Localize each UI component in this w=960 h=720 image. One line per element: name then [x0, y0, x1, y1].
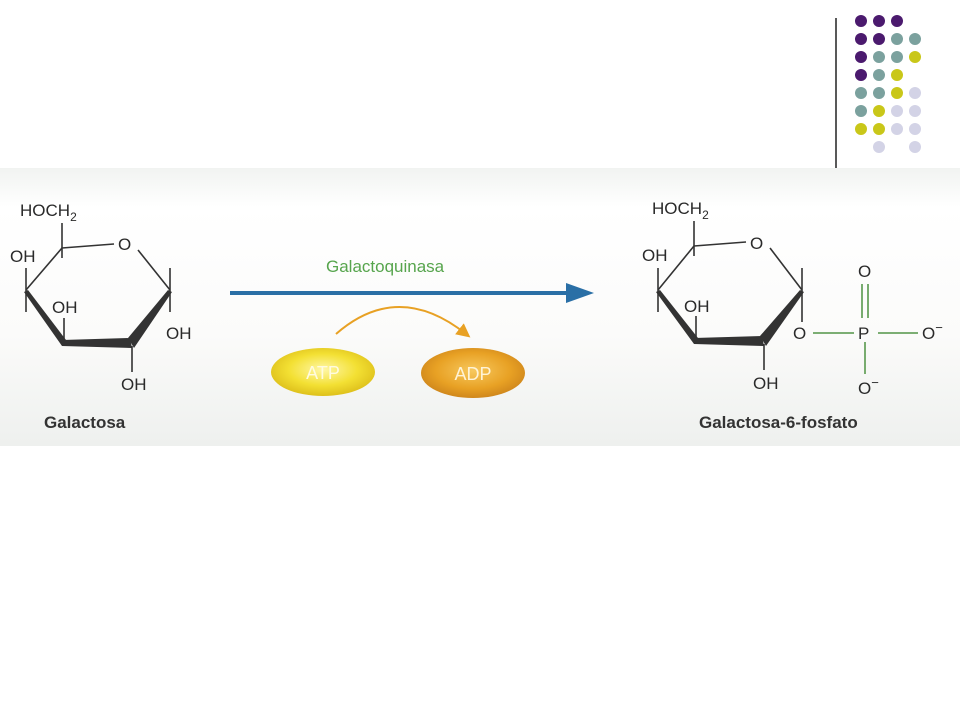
- decorative-dot-teal: [873, 87, 885, 99]
- reaction-arrow-group: Galactoquinasa ATP ADP: [230, 257, 594, 398]
- decorative-dot-lavender: [891, 123, 903, 135]
- decorative-dot-teal: [891, 51, 903, 63]
- product-oh-c4: OH: [642, 246, 668, 265]
- decorative-dot-yellow: [873, 123, 885, 135]
- reactant-oh-c2: OH: [121, 375, 147, 394]
- ring-bond-c3-c2: [62, 338, 132, 348]
- product-ring-bond-c5-c4: [657, 245, 695, 291]
- ring-bond-c2-c1: [128, 290, 172, 348]
- dot-group: [855, 15, 921, 153]
- decorative-dot-purple: [855, 15, 867, 27]
- product-oh-c2: OH: [753, 374, 779, 393]
- reactant-oh-c4: OH: [10, 247, 36, 266]
- product-oh-c3: OH: [684, 297, 710, 316]
- decorative-dot-purple: [855, 69, 867, 81]
- decorative-dot-lavender: [909, 123, 921, 135]
- product-hoch2-label: HOCH2: [652, 199, 709, 222]
- decorative-dot-grid: [835, 15, 921, 172]
- product-ring-bond-o-c1: [769, 247, 803, 291]
- decorative-dot-teal: [855, 87, 867, 99]
- adp-label: ADP: [454, 364, 491, 384]
- phosphate-double-oxygen: O: [858, 262, 871, 281]
- decorative-dot-teal: [855, 105, 867, 117]
- decorative-dot-lavender: [873, 141, 885, 153]
- product-ring-bond-c4-c3: [656, 290, 698, 344]
- decorative-dot-yellow: [873, 105, 885, 117]
- decorative-dot-teal: [873, 69, 885, 81]
- decorative-dot-yellow: [855, 123, 867, 135]
- phosphate-atom: P: [858, 324, 869, 343]
- reactant-hoch2-label: HOCH2: [20, 201, 77, 224]
- decorative-dot-lavender: [891, 105, 903, 117]
- decorative-dot-lavender: [909, 87, 921, 99]
- reactant-name: Galactosa: [44, 413, 126, 432]
- decorative-dot-yellow: [891, 69, 903, 81]
- product-ring-bond-c5-o: [693, 241, 747, 247]
- decorative-dot-teal: [891, 33, 903, 45]
- phosphate-bottom-oxygen: O−: [858, 375, 879, 398]
- decorative-dot-yellow: [891, 87, 903, 99]
- decorative-dot-yellow: [909, 51, 921, 63]
- adp-pill: [421, 348, 525, 398]
- reaction-arrow-head: [566, 283, 594, 303]
- cofactor-curved-arrow: [335, 306, 471, 338]
- product-ring-bond-c2-c1: [760, 290, 804, 346]
- decorative-dot-purple: [855, 51, 867, 63]
- atp-pill: [271, 348, 375, 396]
- product-ring-bond-c3-c2: [694, 336, 764, 346]
- galactose-6-phosphate-molecule: HOCH2 O OH OH OH O P O O−: [642, 199, 943, 432]
- reactant-oh-c1: OH: [166, 324, 192, 343]
- decorative-dot-teal: [873, 51, 885, 63]
- ring-bond-c5-c4: [25, 247, 63, 291]
- decorative-dot-lavender: [909, 105, 921, 117]
- reactant-ring-oxygen: O: [118, 235, 131, 254]
- decorative-dot-purple: [891, 15, 903, 27]
- decorative-dot-lavender: [909, 141, 921, 153]
- decorative-dot-teal: [909, 33, 921, 45]
- phosphate-bridge-oxygen: O: [793, 324, 806, 343]
- enzyme-label: Galactoquinasa: [326, 257, 445, 276]
- decorative-dot-purple: [873, 15, 885, 27]
- ring-bond-c5-o: [61, 243, 115, 249]
- product-ring-oxygen: O: [750, 234, 763, 253]
- decorative-dot-purple: [873, 33, 885, 45]
- phosphate-right-oxygen: O−: [922, 320, 943, 343]
- ring-bond-c4-c3: [24, 290, 66, 346]
- decorative-dot-purple: [855, 33, 867, 45]
- ring-bond-o-c1: [137, 249, 171, 291]
- reactant-oh-c3: OH: [52, 298, 78, 317]
- atp-label: ATP: [306, 363, 340, 383]
- reaction-arrow-shaft: [230, 291, 568, 295]
- product-name: Galactosa-6-fosfato: [699, 413, 858, 432]
- galactose-molecule: HOCH2 O OH OH OH OH Galactosa: [10, 201, 192, 432]
